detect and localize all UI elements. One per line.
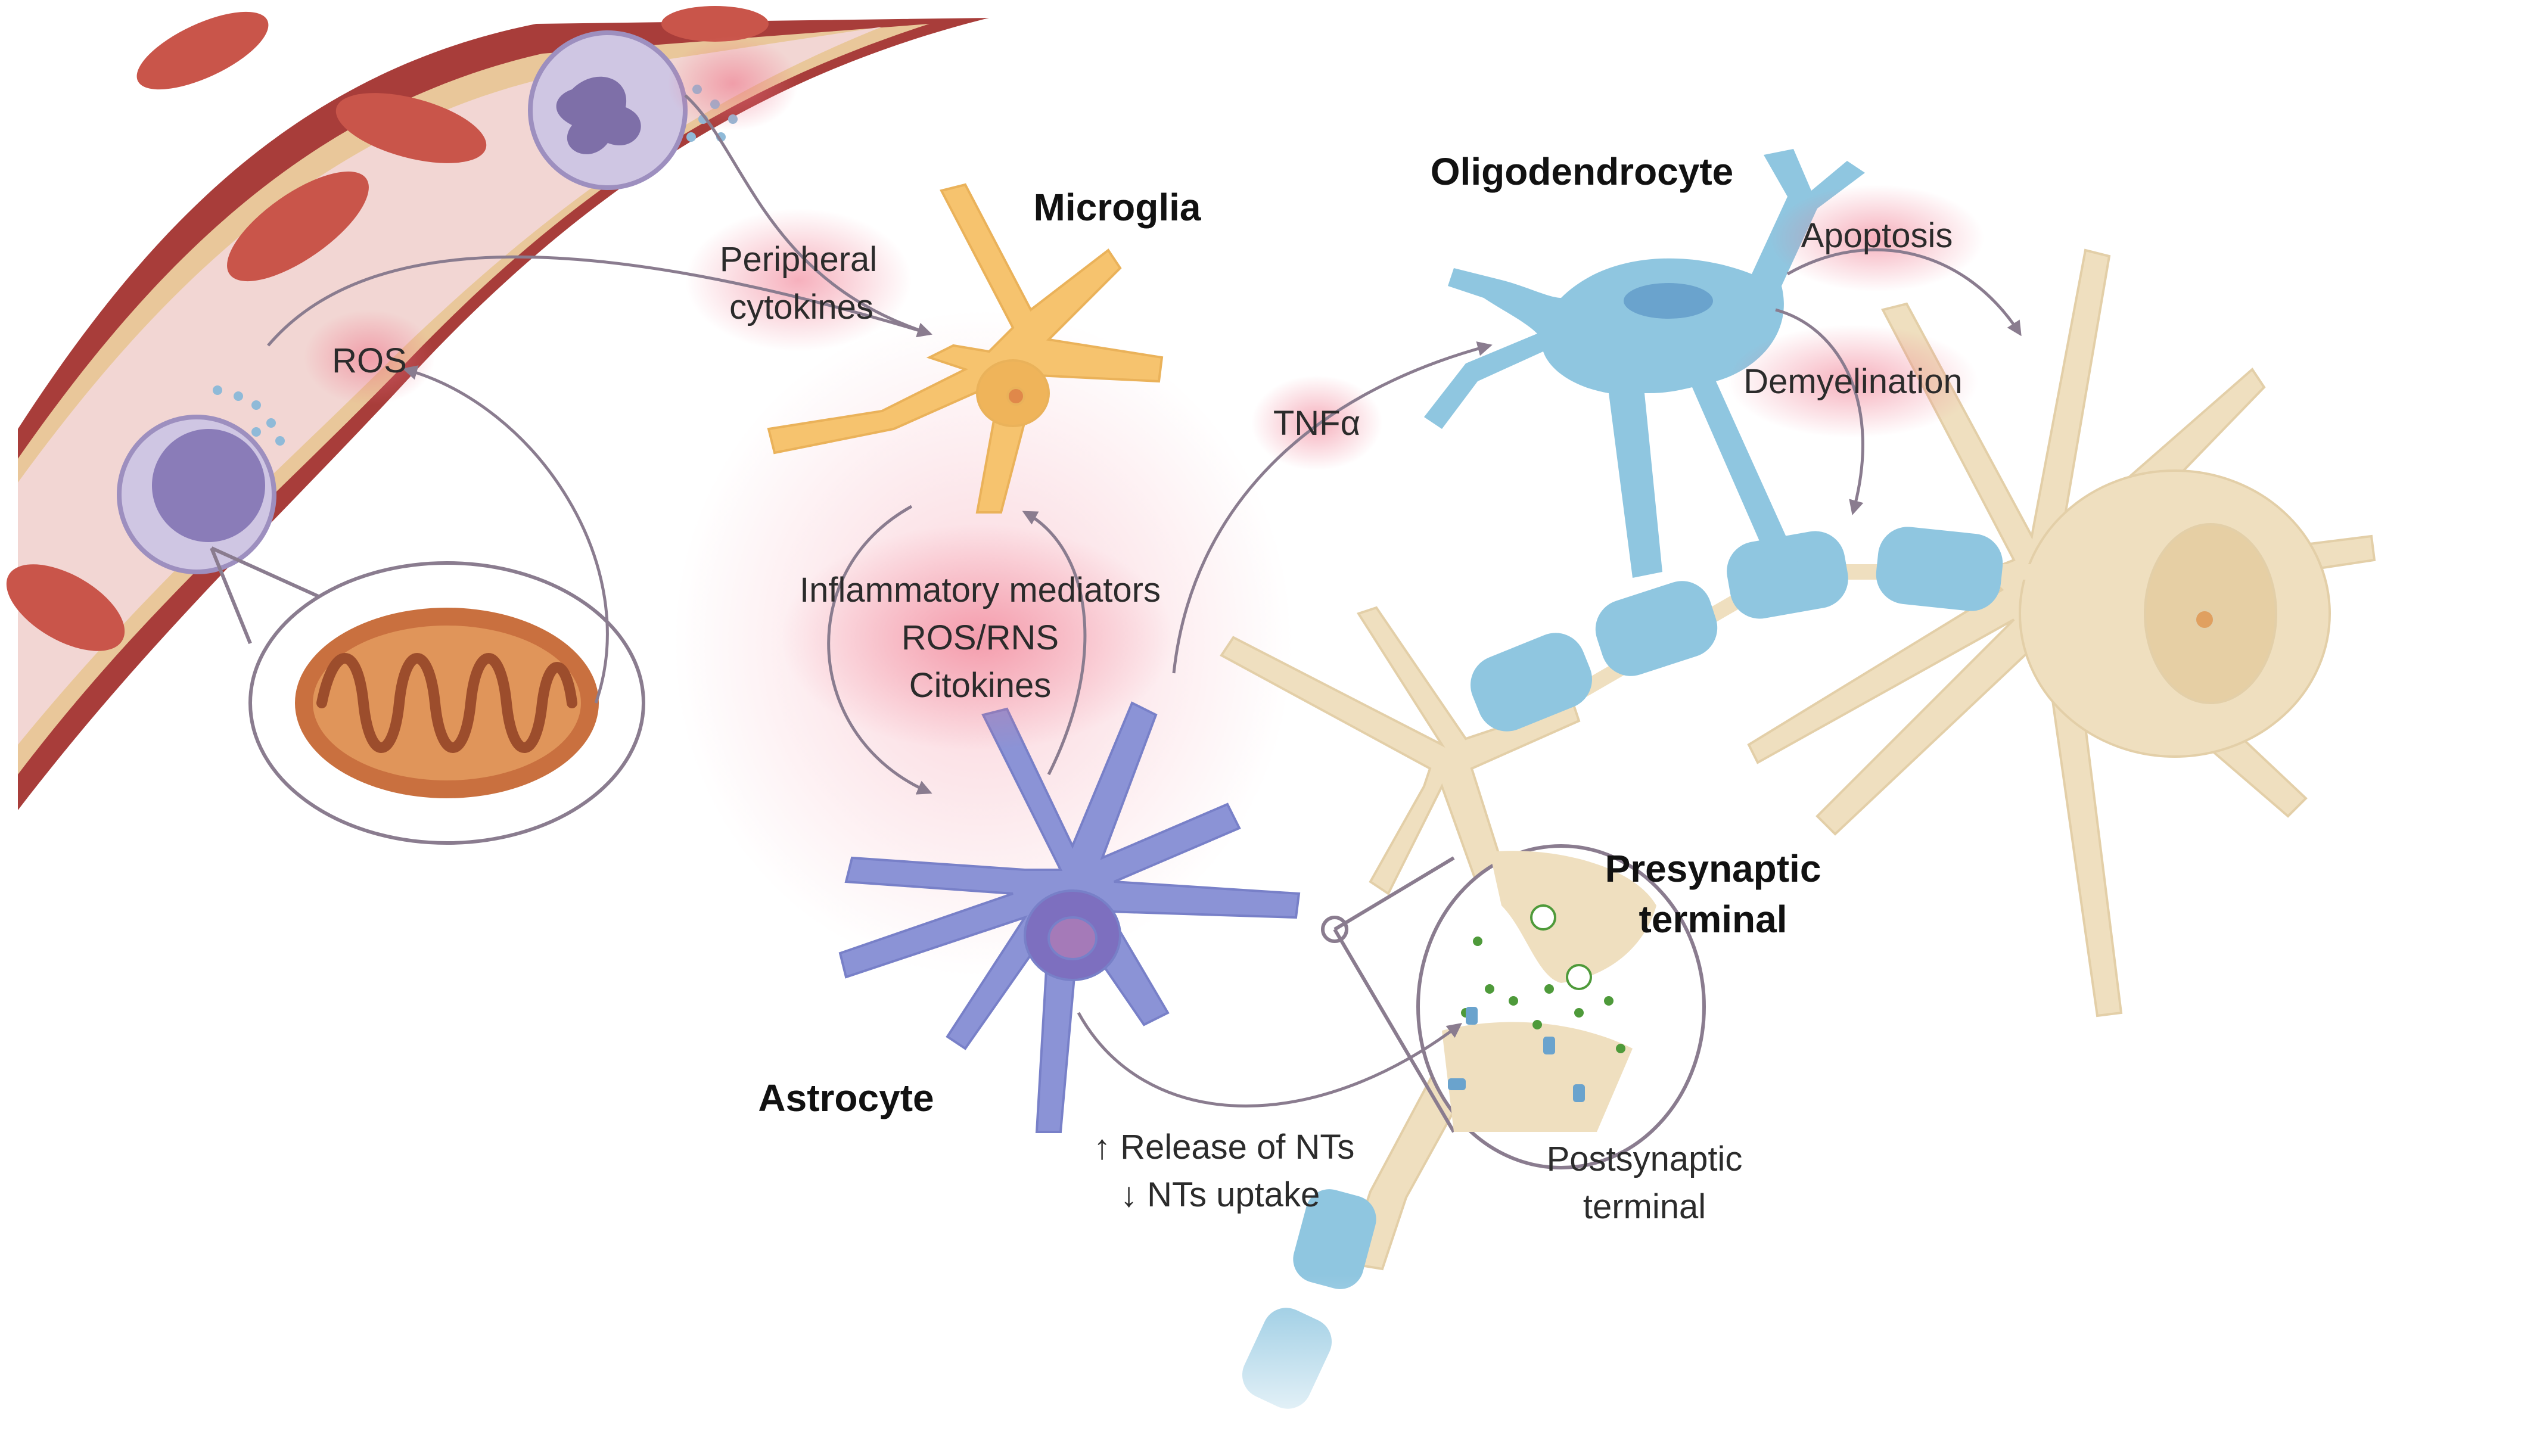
arrow-mito-to-ros (402, 365, 609, 704)
glow-peripheral-dots (667, 36, 798, 131)
arrow-astro-to-synapse (1077, 1012, 1462, 1107)
arrow-apoptosis (1786, 248, 2022, 337)
label-release-nts: ↑ Release of NTs (1093, 1128, 1354, 1166)
glow-peripheral (685, 209, 912, 351)
neuron-right (1747, 248, 2376, 1018)
red-blood-cell-icon (661, 6, 769, 42)
arrow-microglia-to-astro (827, 505, 932, 795)
oligodendrocyte-icon (1424, 149, 1865, 578)
label-peripheral-1: Peripheral (720, 240, 877, 279)
label-tnf: TNFα (1273, 404, 1360, 443)
microglia-icon (767, 183, 1164, 514)
glow-ros (304, 310, 435, 405)
astrocyte-icon (838, 701, 1301, 1133)
label-postsynaptic-2: terminal (1583, 1187, 1706, 1226)
label-peripheral-2: cytokines (729, 288, 873, 326)
label-microglia: Microglia (1034, 186, 1201, 229)
blood-vessel (6, 6, 989, 810)
label-mediators-1: Inflammatory mediators (800, 571, 1161, 609)
label-ros: ROS (332, 341, 407, 380)
red-blood-cell-icon (136, 11, 269, 90)
label-mediators-3: Citokines (909, 666, 1052, 705)
mitochondrion-inset (210, 546, 645, 845)
arrows (267, 94, 2022, 1107)
glow-apoptosis (1770, 185, 1984, 292)
label-astrocyte: Astrocyte (758, 1077, 934, 1119)
red-blood-cell-icon (335, 93, 487, 163)
arrow-demyelination (1775, 308, 1864, 515)
red-blood-cell-icon (6, 564, 125, 651)
label-oligodendrocyte: Oligodendrocyte (1431, 150, 1734, 193)
arrow-to-oligodendrocyte (1172, 341, 1493, 674)
postsynaptic-terminal-icon (1442, 1022, 1633, 1132)
glow-tnf (1251, 375, 1382, 471)
label-apoptosis: Apoptosis (1801, 216, 1953, 255)
presynaptic-terminal-icon (1490, 851, 1656, 983)
labels: Microglia Oligodendrocyte Astrocyte Pres… (332, 150, 1963, 1226)
label-presynaptic-2: terminal (1639, 898, 1787, 941)
glow-mediators (781, 524, 1174, 751)
bottom-fade (0, 1275, 2543, 1456)
mitochondrion-icon (295, 608, 599, 798)
monocyte-icon (117, 385, 285, 574)
label-demyelination: Demyelination (1743, 362, 1963, 401)
arrow-astro-to-microglia (1022, 511, 1087, 776)
label-postsynaptic-1: Postsynaptic (1547, 1140, 1743, 1178)
label-mediators-2: ROS/RNS (901, 618, 1059, 657)
red-blood-cell-icon (227, 171, 369, 282)
label-presynaptic-1: Presynaptic (1605, 847, 1821, 890)
arrow-peripheral-to-microglia (684, 94, 932, 337)
label-uptake-nts: ↓ NTs uptake (1120, 1175, 1320, 1214)
synapse-inset (1321, 844, 1706, 1169)
arrow-vessel-to-microglia (267, 255, 932, 347)
